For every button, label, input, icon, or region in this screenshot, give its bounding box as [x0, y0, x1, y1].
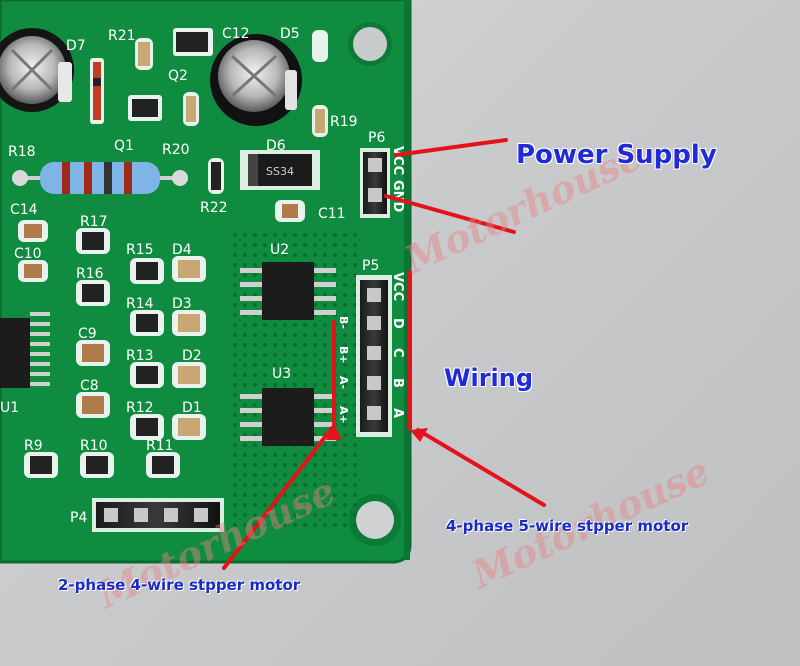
p5-side-labels: B- B+ A- A+ [337, 316, 350, 424]
silk-ref-d6: D6 [266, 138, 286, 154]
p5-pin-label-4: A [390, 408, 405, 418]
silk-ref-q1: Q1 [114, 138, 134, 154]
arrow-heads [326, 424, 428, 442]
annotation-arrows [222, 138, 546, 570]
capacitor-left [0, 28, 74, 112]
p5-side-label-2: A- [337, 376, 350, 389]
mounting-hole-top [348, 22, 392, 66]
power-supply-label: Power Supply [516, 140, 717, 170]
silk-ref-p5: P5 [362, 258, 379, 274]
p5-pin-label-3: B [390, 378, 405, 388]
p5-side-label-3: A+ [337, 406, 350, 424]
silk-ref-r22: R22 [200, 200, 228, 216]
diode-d7 [90, 58, 104, 124]
p5-side-label-1: B+ [337, 346, 350, 364]
header-p6 [360, 148, 390, 218]
silk-ref-r10: R10 [80, 438, 108, 454]
silk-ref-q2: Q2 [168, 68, 188, 84]
arrow-gnd [384, 194, 516, 234]
silk-ref-r12: R12 [126, 400, 154, 416]
silk-ref-r13: R13 [126, 348, 154, 364]
p6-pin-label-1: GND [390, 180, 405, 213]
silk-ref-p4: P4 [70, 510, 87, 526]
p5-side-label-0: B- [337, 316, 350, 329]
silk-ref-d3: D3 [172, 296, 192, 312]
silk-ref-r11: R11 [146, 438, 174, 454]
diode-marking: SS34 [266, 165, 294, 178]
p5-pin-label-1: D [390, 318, 405, 329]
ic-u3 [240, 388, 336, 446]
silk-ref-c9: C9 [78, 326, 97, 342]
silk-ref-u3: U3 [272, 366, 291, 382]
silk-ref-d5: D5 [280, 26, 300, 42]
silk-ref-d1: D1 [182, 400, 202, 416]
four-wire-caption: 2-phase 4-wire stpper motor [58, 576, 301, 594]
silk-ref-d7: D7 [66, 38, 86, 54]
diode-d6: SS34 [240, 150, 320, 190]
arrow-vcc [394, 138, 508, 157]
arrow-4wire [222, 426, 334, 570]
silk-ref-r18: R18 [8, 144, 36, 160]
five-wire-caption: 4-phase 5-wire stpper motor [446, 517, 689, 535]
silk-ref-r14: R14 [126, 296, 154, 312]
silk-ref-c14: C14 [10, 202, 38, 218]
silk-ref-r15: R15 [126, 242, 154, 258]
header-p5 [356, 275, 392, 437]
capacitor-c12 [210, 34, 302, 126]
arrow-5wire [416, 428, 546, 507]
silk-ref-r19: R19 [330, 114, 358, 130]
silk-ref-r9: R9 [24, 438, 43, 454]
p5-pin-label-0: VCC [390, 272, 405, 301]
silk-ref-r17: R17 [80, 214, 108, 230]
ic-u2 [240, 262, 336, 320]
silk-ref-u1: U1 [0, 400, 19, 416]
silk-ref-c8: C8 [80, 378, 99, 394]
p6-pin-label-0: VCC [390, 146, 405, 175]
silk-ref-u2: U2 [270, 242, 289, 258]
wiring-label: Wiring [444, 364, 534, 392]
silk-ref-d4: D4 [172, 242, 192, 258]
silk-ref-p6: P6 [368, 130, 385, 146]
silk-ref-r20: R20 [162, 142, 190, 158]
p5-pin-labels: VCC D C B A [390, 272, 405, 418]
silk-ref-c10: C10 [14, 246, 42, 262]
silk-ref-r21: R21 [108, 28, 136, 44]
ic-u1 [0, 312, 50, 388]
resistor-r18 [12, 162, 188, 194]
silk-ref-c12: C12 [222, 26, 250, 42]
silk-ref-d2: D2 [182, 348, 202, 364]
silk-ref-c11: C11 [318, 206, 346, 222]
p5-pin-label-2: C [390, 348, 405, 358]
silk-ref-r16: R16 [76, 266, 104, 282]
header-p4 [92, 498, 224, 532]
mounting-hole-bottom [349, 494, 401, 546]
